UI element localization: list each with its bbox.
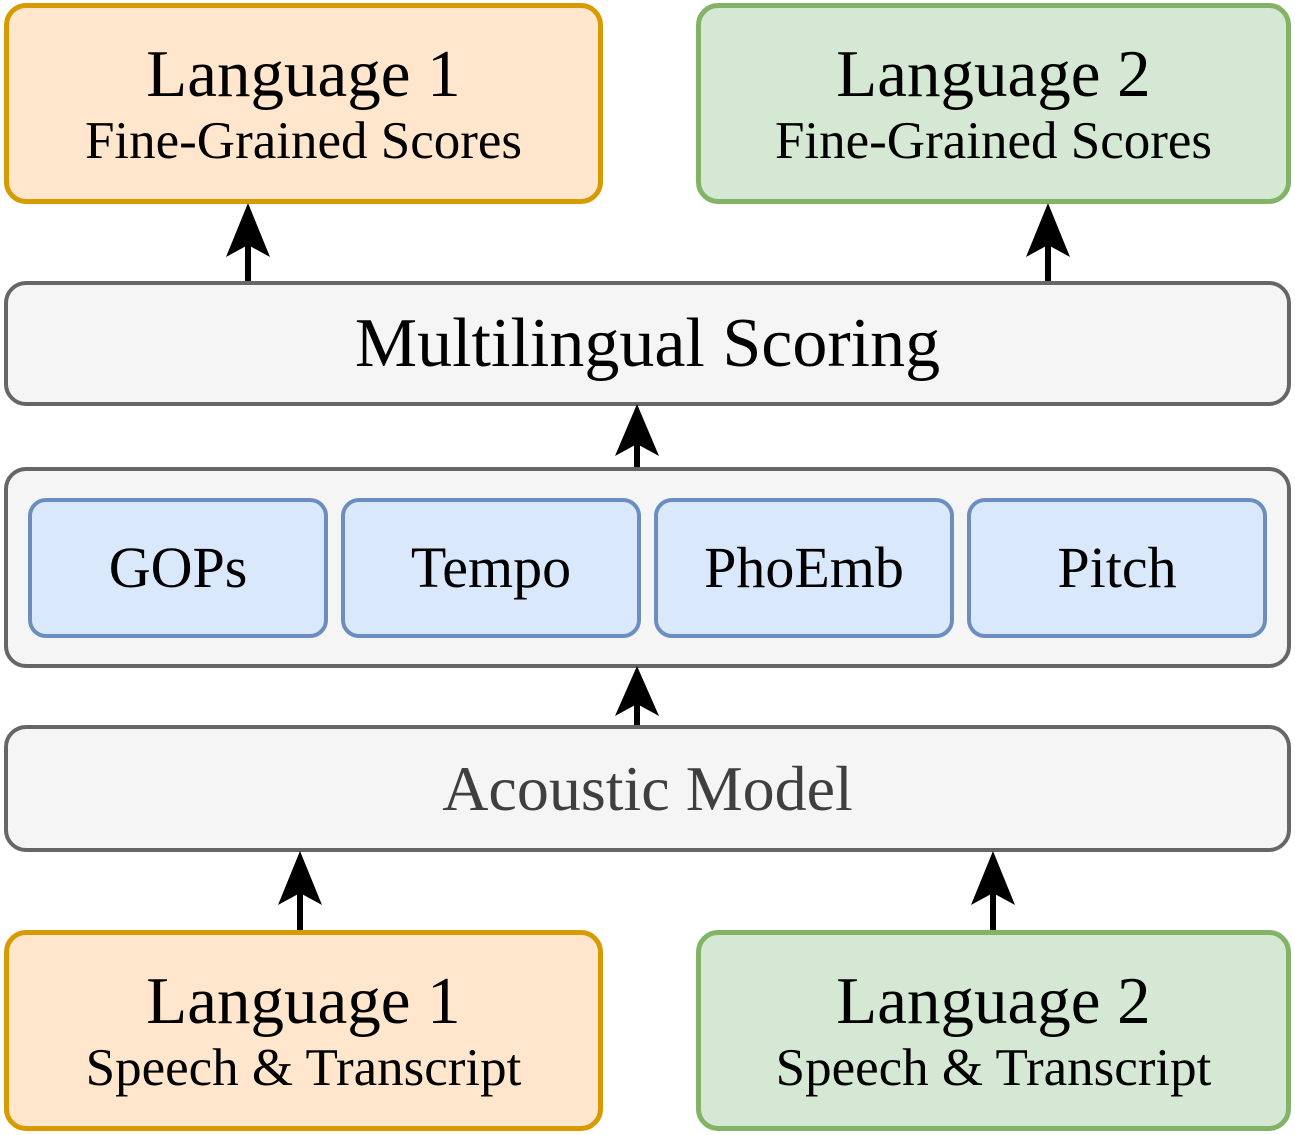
input-box-language-1: Language 1 Speech & Transcript bbox=[4, 930, 603, 1131]
input-language-1-title: Language 1 bbox=[146, 963, 461, 1038]
output-language-1-subtitle: Fine-Grained Scores bbox=[84, 111, 523, 170]
arrow-up-input1-to-acoustic-icon bbox=[275, 851, 325, 931]
arrow-up-scoring-to-output1-icon bbox=[223, 203, 273, 283]
features-container: GOPs Tempo PhoEmb Pitch bbox=[4, 467, 1291, 668]
acoustic-model-box: Acoustic Model bbox=[4, 725, 1291, 852]
output-language-1-title: Language 1 bbox=[146, 36, 461, 111]
feature-chip-gops: GOPs bbox=[28, 497, 328, 638]
arrow-up-input2-to-acoustic-icon bbox=[968, 851, 1018, 931]
output-box-language-2: Language 2 Fine-Grained Scores bbox=[696, 3, 1291, 204]
input-language-2-title: Language 2 bbox=[836, 963, 1151, 1038]
output-box-language-1: Language 1 Fine-Grained Scores bbox=[4, 3, 603, 204]
multilingual-scoring-box: Multilingual Scoring bbox=[4, 281, 1291, 406]
feature-chip-pitch: Pitch bbox=[967, 497, 1267, 638]
input-box-language-2: Language 2 Speech & Transcript bbox=[696, 930, 1291, 1131]
output-language-2-subtitle: Fine-Grained Scores bbox=[774, 111, 1213, 170]
feature-chip-tempo: Tempo bbox=[341, 497, 641, 638]
acoustic-model-label: Acoustic Model bbox=[442, 752, 853, 824]
input-language-1-subtitle: Speech & Transcript bbox=[85, 1038, 522, 1097]
input-language-2-subtitle: Speech & Transcript bbox=[775, 1038, 1212, 1097]
arrow-up-scoring-to-output2-icon bbox=[1023, 203, 1073, 283]
arrow-up-acoustic-to-features-icon bbox=[612, 666, 662, 726]
multilingual-scoring-label: Multilingual Scoring bbox=[354, 304, 941, 382]
arrow-up-features-to-scoring-icon bbox=[612, 404, 662, 468]
output-language-2-title: Language 2 bbox=[836, 36, 1151, 111]
feature-chip-phoemb: PhoEmb bbox=[654, 497, 954, 638]
